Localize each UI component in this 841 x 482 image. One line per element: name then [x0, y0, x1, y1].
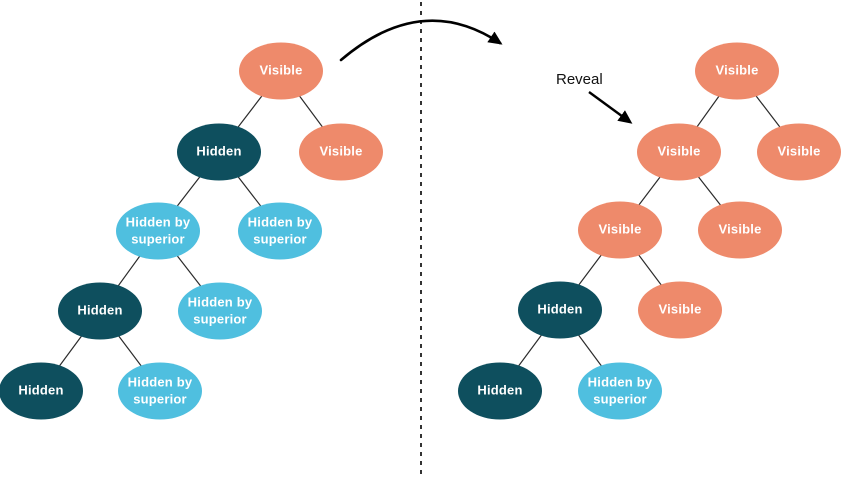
reveal-arrow — [588, 91, 633, 124]
node-label: Hidden by superior — [247, 214, 313, 246]
node-label: Hidden by superior — [127, 374, 193, 406]
tree-node-hidden-by-superior: Hidden by superior — [238, 202, 322, 260]
transform-arrow — [339, 19, 503, 62]
tree-node-visible: Visible — [695, 42, 779, 100]
tree-node-hidden: Hidden — [458, 362, 542, 420]
node-label: Visible — [259, 62, 303, 78]
tree-node-visible: Visible — [578, 201, 662, 259]
node-label: Visible — [658, 301, 702, 317]
node-label: Hidden — [77, 302, 123, 318]
reveal-label: Reveal — [556, 71, 603, 88]
node-label: Visible — [718, 221, 762, 237]
tree-node-hidden-by-superior: Hidden by superior — [118, 362, 202, 420]
node-label: Hidden — [18, 382, 64, 398]
tree-node-visible: Visible — [757, 123, 841, 181]
tree-node-hidden: Hidden — [0, 362, 83, 420]
node-label: Visible — [715, 62, 759, 78]
tree-node-visible: Visible — [638, 281, 722, 339]
node-label: Hidden by superior — [125, 214, 191, 246]
tree-node-hidden-by-superior: Hidden by superior — [178, 282, 262, 340]
tree-node-hidden: Hidden — [518, 281, 602, 339]
tree-node-visible: Visible — [239, 42, 323, 100]
node-label: Visible — [777, 143, 821, 159]
tree-node-hidden: Hidden — [177, 123, 261, 181]
tree-node-visible: Visible — [637, 123, 721, 181]
tree-node-visible: Visible — [299, 123, 383, 181]
node-label: Hidden — [477, 382, 523, 398]
node-label: Hidden — [196, 143, 242, 159]
node-label: Visible — [319, 143, 363, 159]
tree-node-visible: Visible — [698, 201, 782, 259]
tree-node-hidden-by-superior: Hidden by superior — [116, 202, 200, 260]
node-label: Hidden — [537, 301, 583, 317]
node-label: Visible — [598, 221, 642, 237]
node-label: Hidden by superior — [587, 374, 653, 406]
tree-node-hidden: Hidden — [58, 282, 142, 340]
tree-node-hidden-by-superior: Hidden by superior — [578, 362, 662, 420]
node-label: Hidden by superior — [187, 294, 253, 326]
node-label: Visible — [657, 143, 701, 159]
